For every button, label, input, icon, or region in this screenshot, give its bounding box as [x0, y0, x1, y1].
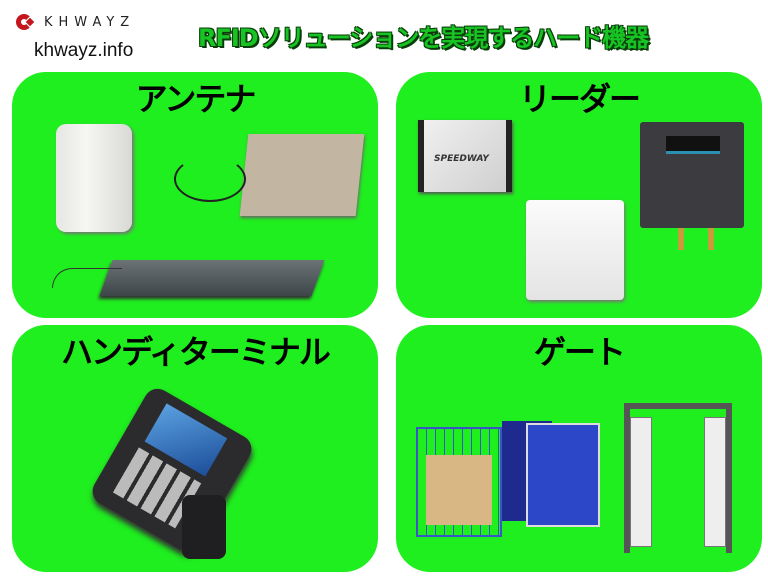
terminal-grip-image — [182, 495, 226, 559]
patch-antenna-image — [56, 124, 132, 232]
handy-terminal-image — [87, 383, 257, 557]
panel-gate: ゲート — [396, 325, 762, 572]
logo-mark-icon — [16, 12, 36, 32]
compact-reader-image — [640, 122, 744, 228]
reader-connector-icon — [708, 228, 714, 250]
mat-cable-image — [52, 268, 122, 288]
flat-antenna-image — [239, 134, 365, 216]
antenna-cable-image — [174, 156, 246, 202]
reader-connector-icon — [678, 228, 684, 250]
panel-title: リーダー — [518, 80, 641, 118]
speedway-reader-image: SPEEDWAY — [418, 120, 512, 192]
page-title: RFIDソリューションを実現するハード機器 — [198, 24, 649, 52]
panel-title: ゲート — [533, 333, 626, 371]
mat-antenna-image — [99, 260, 325, 296]
panel-title: ハンディターミナル — [61, 333, 331, 371]
company-logo: KHWAYZ — [16, 12, 135, 32]
speedway-label: SPEEDWAY — [434, 154, 489, 164]
gate-panel-image — [526, 423, 600, 527]
cart-with-boxes-image — [416, 427, 502, 537]
impinj-reader-image — [526, 200, 624, 300]
gate-frame-image — [624, 403, 732, 553]
panel-reader: リーダー SPEEDWAY — [396, 72, 762, 318]
panel-title: アンテナ — [135, 80, 257, 118]
site-url: khwayz.info — [34, 40, 134, 61]
logo-text: KHWAYZ — [44, 14, 136, 30]
panel-antenna: アンテナ — [12, 72, 378, 318]
panel-handy-terminal: ハンディターミナル — [12, 325, 378, 572]
